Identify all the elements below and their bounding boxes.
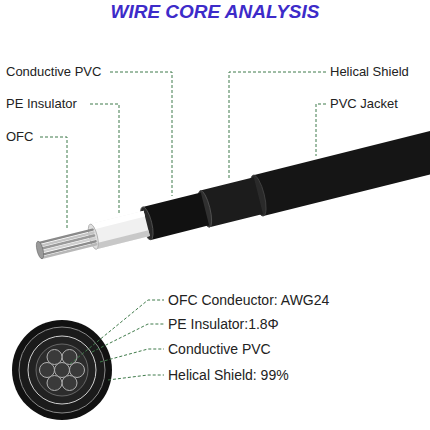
part-label: PE Insulator [6, 96, 77, 112]
part-label: Conductive PVC [168, 341, 271, 357]
part-label: Helical Shield: 99% [168, 367, 289, 383]
part-label: Helical Shield [330, 64, 409, 80]
part-label: Conductive PVC [6, 64, 101, 80]
diagram-title: WIRE CORE ANALYSIS [0, 0, 430, 24]
part-label: OFC Condeuctor: AWG24 [168, 292, 329, 308]
leader-lines [70, 300, 164, 380]
cross-section [12, 320, 112, 420]
part-label: PE Insulator:1.8Φ [168, 316, 279, 332]
leader-lines [40, 72, 326, 230]
part-label: PVC Jacket [330, 96, 398, 112]
part-label: OFC [6, 129, 33, 145]
